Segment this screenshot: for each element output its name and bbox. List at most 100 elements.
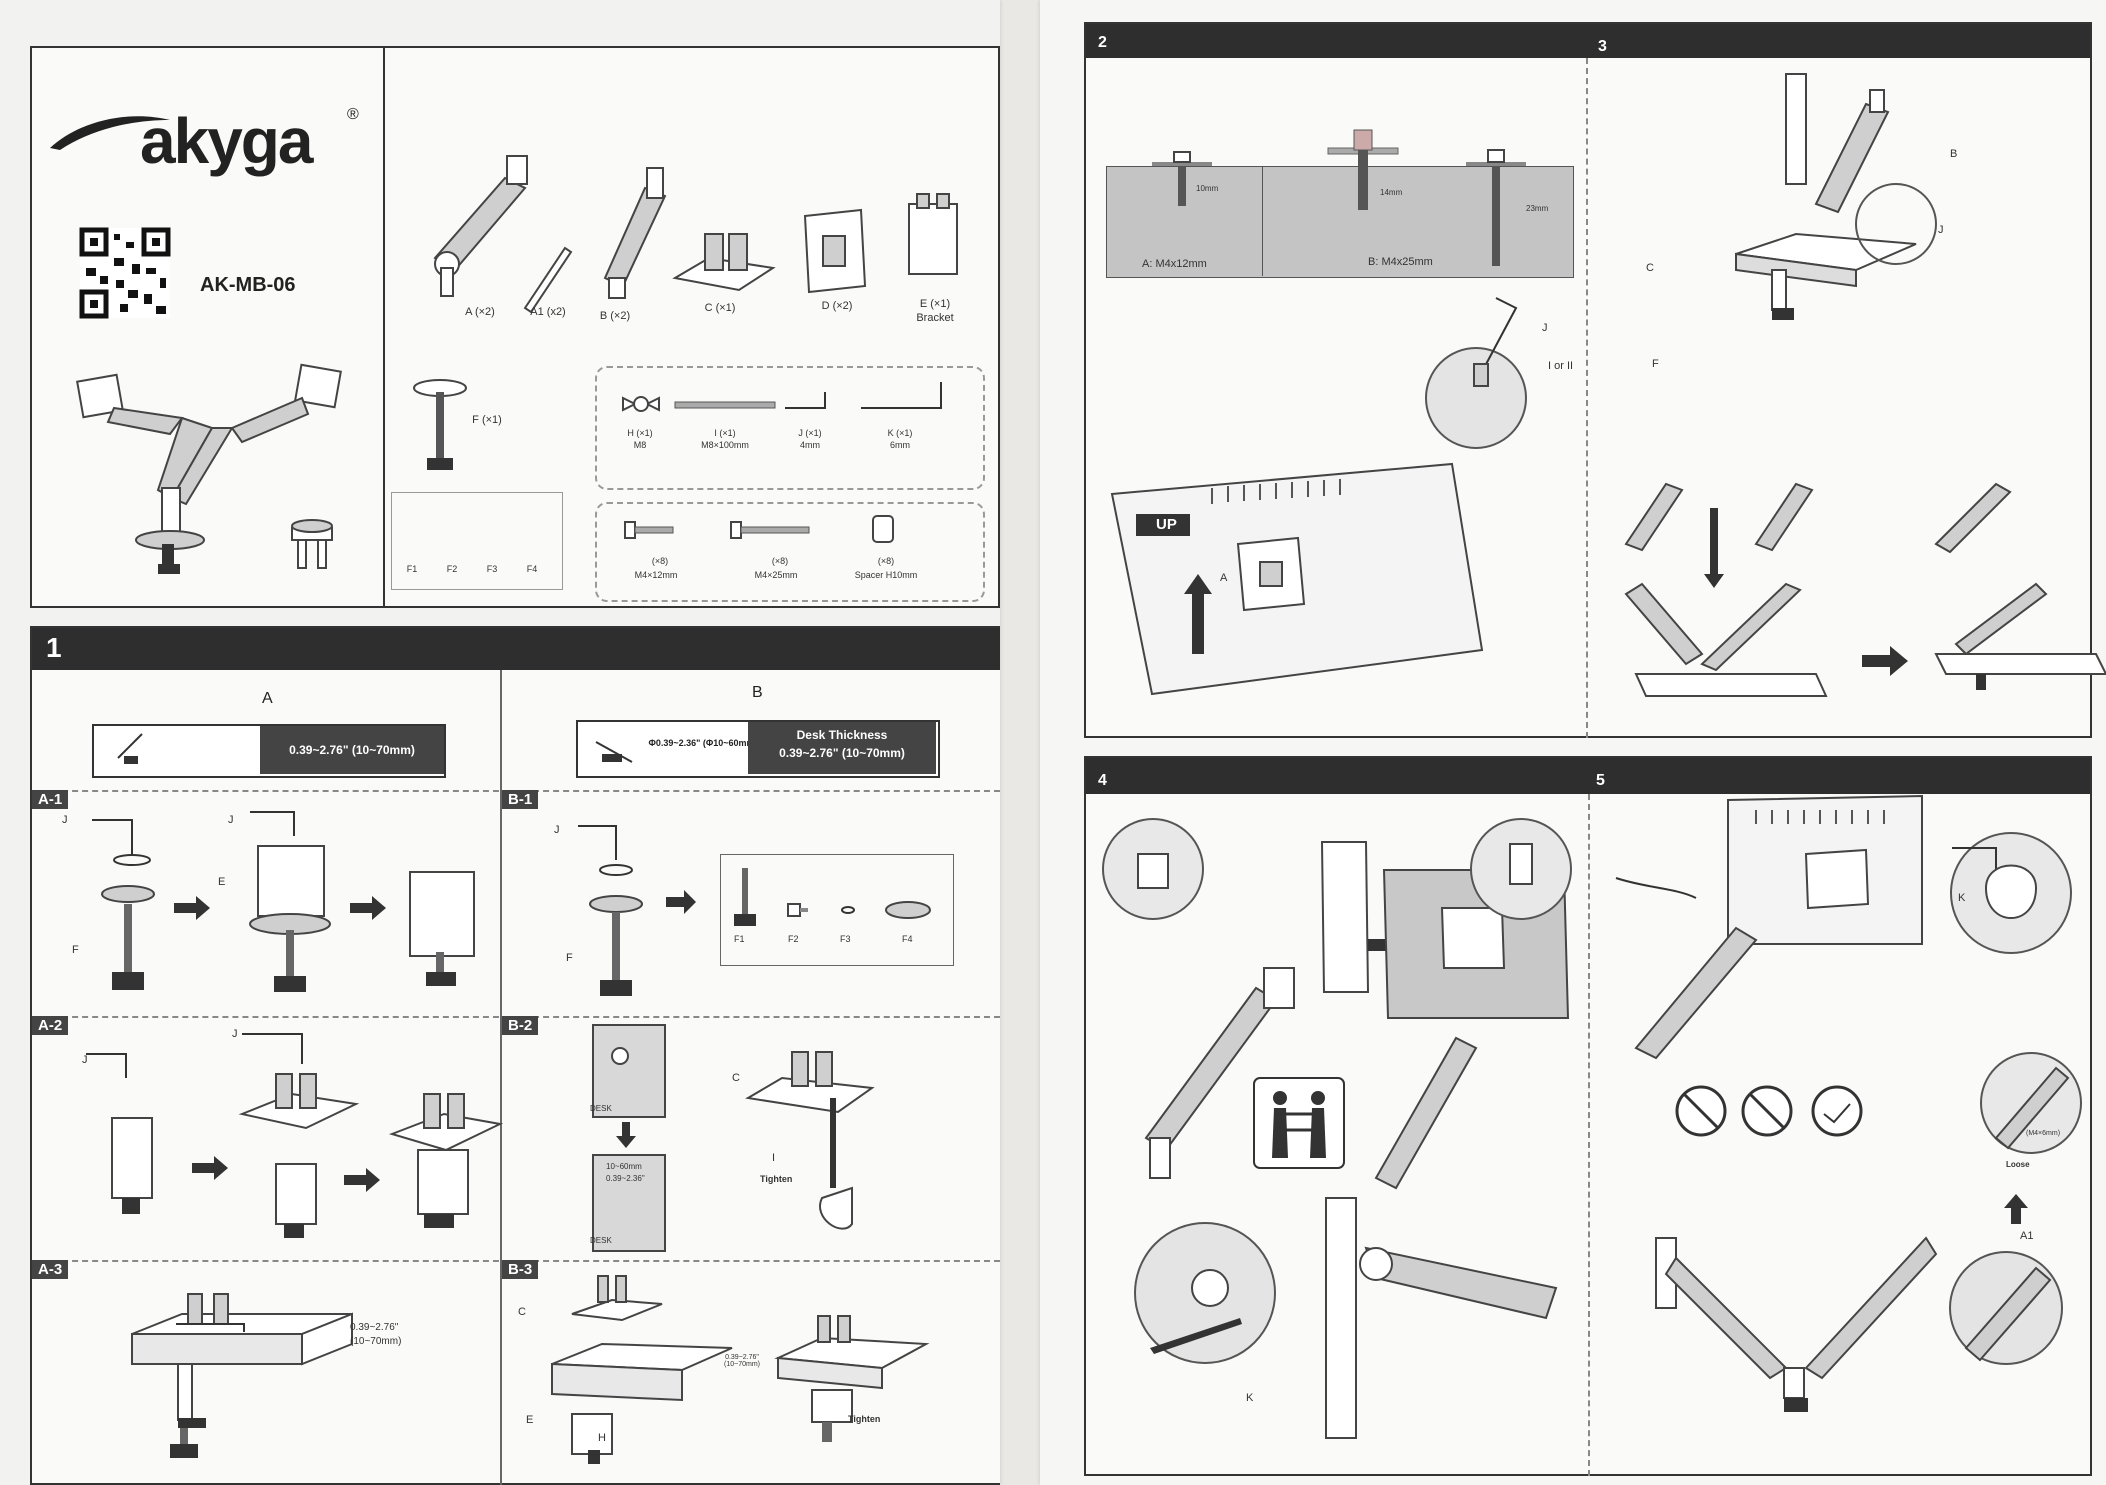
parts-panel: A (×2) A1 (x2) B (×2) C (×1) D (×2) E (×… xyxy=(383,46,1000,608)
screw-m4x12-icon xyxy=(624,521,674,539)
step4-k-label: K xyxy=(1246,1392,1254,1404)
step4-detail-circle-1 xyxy=(1102,818,1204,920)
part-a-arm-illustration xyxy=(433,155,528,297)
step2-i-label: I or II xyxy=(1548,360,1574,372)
b1-parts-box xyxy=(720,854,954,966)
no-icon-2 xyxy=(1741,1085,1793,1137)
step5-a1-label: A1 xyxy=(2020,1230,2034,1242)
left-page: akyga ® AK-MB-06 xyxy=(0,0,1000,1485)
arrow-right-icon-3 xyxy=(192,1156,228,1180)
step5-arm-illustration xyxy=(1615,877,1758,1060)
screw-14mm-label: 14mm xyxy=(1380,188,1403,197)
b1-f3-label: F3 xyxy=(840,934,851,944)
part-j-sublabel: 4mm xyxy=(800,440,820,450)
b2-header: B-2 xyxy=(502,1016,539,1035)
screw-14mm-icon xyxy=(1327,129,1399,210)
a3-header: A-3 xyxy=(32,1260,69,1279)
spacer-h10-icon xyxy=(872,515,894,543)
wing-nut-h-icon xyxy=(622,396,660,412)
arrow-right-icon-5 xyxy=(666,890,696,914)
screw-23mm-icon xyxy=(1466,149,1526,266)
b3-header: B-3 xyxy=(502,1260,539,1279)
b3-desk-illustration xyxy=(551,1275,733,1464)
b3-range: 0.39~2.76" (10~70mm) xyxy=(724,1354,760,1368)
screw-length-divider xyxy=(1262,166,1263,276)
part-f-detail-box xyxy=(391,492,563,590)
hex-key-k-icon xyxy=(861,382,942,409)
a1-step1-illustration xyxy=(92,819,155,990)
a1-f-label: F xyxy=(72,944,79,956)
part-e-sublabel: Bracket xyxy=(916,312,954,324)
step5-k-label: K xyxy=(1958,892,1966,904)
col-a-title: A xyxy=(262,690,273,707)
a1-result-illustration xyxy=(409,871,475,986)
part-e-bracket-illustration xyxy=(908,193,958,275)
step5-mm-label: (M4×6mm) xyxy=(2026,1130,2061,1137)
col-b-title: B xyxy=(752,684,763,701)
logo-swoosh-icon xyxy=(50,116,170,150)
part-e-label: E (×1) xyxy=(919,298,951,310)
step4-mounted-arm-illustration xyxy=(1374,1036,1478,1190)
a1-header: A-1 xyxy=(32,790,69,809)
b2-desk-bottom xyxy=(592,1154,666,1252)
b2-hole-icon xyxy=(611,1047,629,1065)
a-range-value: 0.39~2.76" (10~70mm) xyxy=(260,726,444,774)
b1-j-label: J xyxy=(554,824,560,836)
two-person-lift-icon xyxy=(1253,1077,1345,1169)
grommet-mini-icon xyxy=(595,741,633,763)
step3-number: 3 xyxy=(1598,38,1607,55)
step3-j-label: J xyxy=(1938,224,1944,236)
screw-m4x12-qty: (×8) xyxy=(651,556,669,566)
part-a-label: A (×2) xyxy=(465,306,495,318)
step5-detail-circle-k xyxy=(1950,832,2072,954)
b2-i-label: I xyxy=(772,1152,776,1164)
a2-j-label: J xyxy=(82,1054,88,1066)
part-c-base-illustration xyxy=(672,233,776,292)
a1-j2-label: J xyxy=(228,814,234,826)
b2-range-1: 10~60mm xyxy=(606,1162,642,1171)
step3-c-label: C xyxy=(1646,262,1654,274)
step5-cover-detail-circle xyxy=(1980,1052,2082,1154)
registered-mark: ® xyxy=(347,106,359,123)
step5-a1-detail-circle xyxy=(1949,1251,2063,1365)
screw-m4x25-qty: (×8) xyxy=(771,556,789,566)
step3-b-label: B xyxy=(1950,148,1958,160)
step1-header: 1 xyxy=(32,628,1000,670)
a2-j2-label: J xyxy=(232,1028,238,1040)
arrow-up-icon xyxy=(2004,1194,2028,1224)
b3-c-label: C xyxy=(518,1306,526,1318)
part-b-arm-illustration xyxy=(603,167,667,299)
b3-result-illustration xyxy=(774,1315,930,1442)
step1-panel: 1 A B 0.39~2.76" (10~70mm) Φ0.39~2.36" (… xyxy=(30,626,1000,1485)
model-number: AK-MB-06 xyxy=(200,274,296,296)
b2-tighten-label: Tighten xyxy=(760,1174,793,1184)
step4-arm-illustration xyxy=(1144,967,1295,1179)
step3-dual-arm-before-illustration xyxy=(1624,482,1828,697)
a2-step1-illustration xyxy=(86,1053,153,1214)
step4-vesa-plate-illustration xyxy=(1320,841,1370,993)
brand-logo: akyga xyxy=(140,105,313,177)
a2-result-illustration xyxy=(388,1093,504,1228)
part-f-label: F (×1) xyxy=(472,414,502,426)
part-d-label: D (×2) xyxy=(821,300,853,312)
screw-b-label: B: M4x25mm xyxy=(1368,256,1433,268)
part-i-label: I (×1) xyxy=(714,428,736,438)
qr-code-icon xyxy=(79,227,171,319)
step5-monitor-illustration xyxy=(1727,794,1923,945)
part-k-sublabel: 6mm xyxy=(890,440,910,450)
hardware-group-screws xyxy=(595,502,985,602)
a1-step2-illustration xyxy=(249,811,331,992)
part-h-label: H (×1) xyxy=(627,428,653,438)
step2-3-divider xyxy=(1586,58,1588,738)
b1-f2-label: F2 xyxy=(788,934,799,944)
screw-a-label: A: M4x12mm xyxy=(1142,258,1207,270)
step2-a-label: A xyxy=(1220,572,1228,584)
part-a1-cover-illustration xyxy=(523,246,573,314)
step2-3-panel: 2 3 10mm 14mm 23mm A: M4x12mm B: M4x25mm… xyxy=(1084,22,2106,738)
b2-range-2: 0.39~2.36" xyxy=(606,1174,645,1183)
b3-h-label: H xyxy=(598,1432,606,1444)
b2-desk-top xyxy=(592,1024,666,1118)
dual-arm-product-illustration xyxy=(76,363,342,574)
screw-m4x12-label: M4×12mm xyxy=(634,570,678,580)
b-desk-range: 0.39~2.76" (10~70mm) xyxy=(779,746,905,760)
